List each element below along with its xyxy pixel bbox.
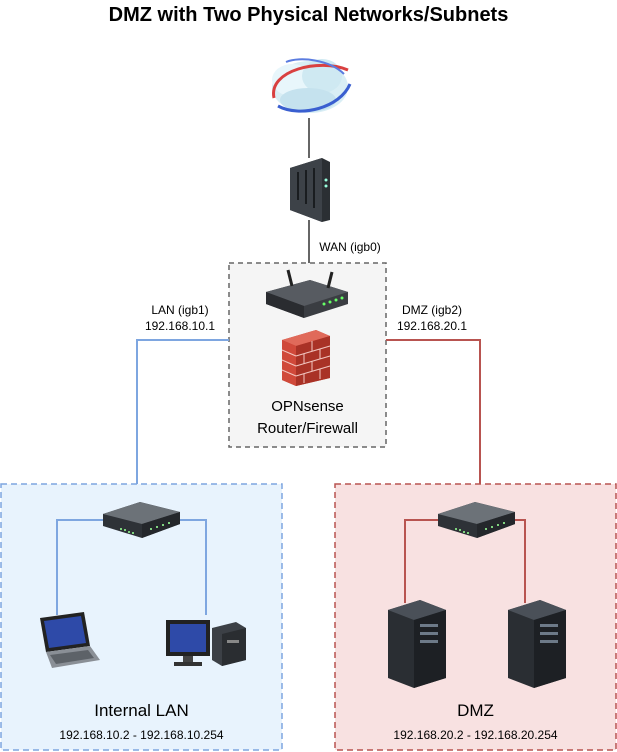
dmz-uplink [386, 339, 481, 484]
server-tower-icon [388, 600, 446, 688]
wan-interface-label: WAN (igb0) [319, 240, 381, 254]
internal-lan-range: 192.168.10.2 - 192.168.10.254 [59, 728, 224, 742]
dmz-title: DMZ [457, 701, 494, 720]
dmz-range: 192.168.20.2 - 192.168.20.254 [393, 728, 558, 742]
lan-switch-desktop-link [180, 519, 207, 615]
internet-cloud-icon [272, 58, 352, 113]
dmz-interface-ip: 192.168.20.1 [396, 319, 468, 333]
lan-switch-laptop-link [56, 519, 103, 615]
firewall-icon [281, 330, 331, 386]
lan-uplink [136, 339, 229, 484]
router-icon [266, 269, 348, 318]
router-role: Router/Firewall [257, 420, 358, 437]
dmz-interface-label: DMZ (igb2) [401, 303, 462, 317]
server-tower-icon [508, 600, 566, 688]
network-switch-icon [103, 502, 180, 538]
lan-interface-ip: 192.168.10.1 [144, 319, 216, 333]
internal-lan-title: Internal LAN [94, 701, 189, 720]
network-switch-icon [438, 502, 515, 538]
dmz-switch-server1-link [404, 519, 438, 603]
desktop-pc-icon [166, 620, 246, 666]
dmz-switch-server2-link [515, 519, 526, 603]
laptop-icon [40, 612, 100, 668]
cable-modem-icon [290, 158, 330, 222]
diagram-title: DMZ with Two Physical Networks/Subnets [108, 4, 509, 26]
lan-interface-label: LAN (igb1) [151, 303, 209, 317]
router-name: OPNsense [271, 398, 344, 415]
